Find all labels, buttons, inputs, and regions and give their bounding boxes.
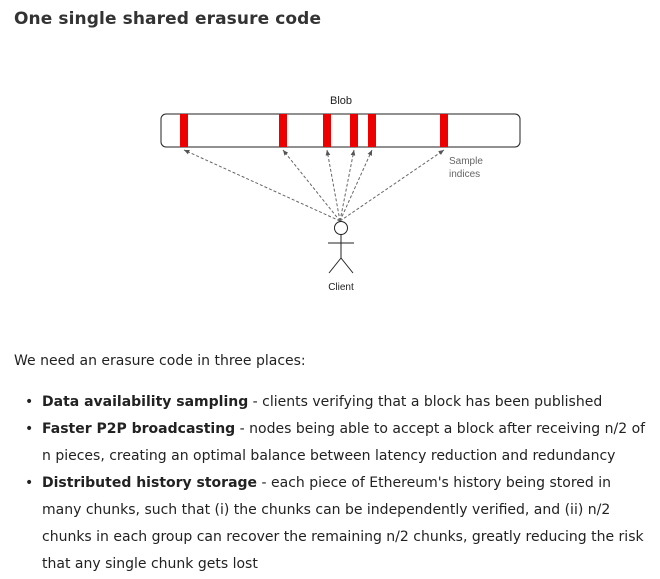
page-title: One single shared erasure code [14,9,322,29]
client-stick-figure [328,221,354,274]
sample-segment [279,114,287,147]
list-item-text: - clients verifying that a block has bee… [248,394,603,410]
sample-arrow [183,149,341,222]
intro-text: We need an erasure code in three places: [14,353,306,369]
blob-bar [160,113,521,148]
sample-segment [440,114,448,147]
list-item: • Distributed history storage - each pie… [25,470,650,578]
sample-indices-label: Sample [449,156,483,167]
sample-indices-label: indices [449,169,480,180]
sample-segment [180,114,188,147]
list-item: • Data availability sampling - clients v… [25,389,650,416]
erasure-code-diagram: Blob Sample indices Client [160,95,521,293]
blob-label: Blob [330,95,352,107]
bullet: • [25,475,34,491]
sample-arrow [339,149,356,222]
bullet: • [25,421,34,437]
sample-segment [368,114,376,147]
sample-arrow [339,149,373,222]
sample-segment [323,114,331,147]
list-item-heading: Data availability sampling [42,394,249,410]
list-item-heading: Faster P2P broadcasting [42,421,236,437]
client-label: Client [328,282,354,293]
sample-arrow [282,149,341,222]
list-item-heading: Distributed history storage [42,475,258,491]
sample-segment [350,114,358,147]
list-item-text: - nodes being able to accept a block aft… [42,421,646,464]
list-item: • Faster P2P broadcasting - nodes being … [25,416,650,470]
sample-arrow [339,149,445,222]
bullet: • [25,394,34,410]
sample-arrow [325,149,341,222]
list-item-text: - each piece of Ethereum's history being… [42,475,644,572]
use-case-list: • Data availability sampling - clients v… [0,389,650,578]
